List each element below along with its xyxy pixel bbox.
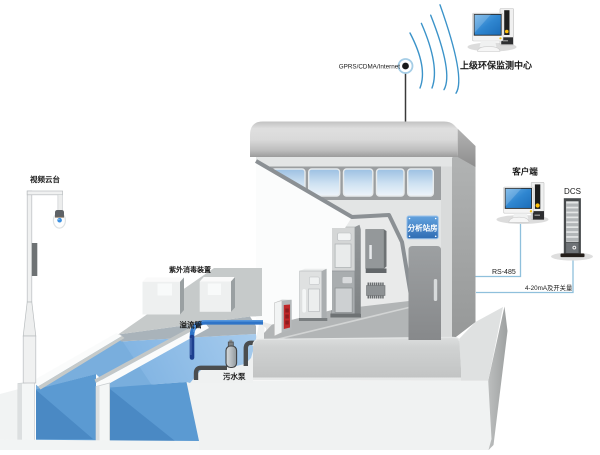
svg-text:溢流管: 溢流管 <box>180 320 203 330</box>
svg-text:客户端: 客户端 <box>511 167 538 177</box>
svg-text:DCS: DCS <box>564 187 581 196</box>
svg-text:视频云台: 视频云台 <box>30 174 60 184</box>
svg-text:RS-485: RS-485 <box>492 269 516 276</box>
svg-text:上级环保监测中心: 上级环保监测中心 <box>460 60 532 71</box>
svg-text:污水泵: 污水泵 <box>223 371 246 381</box>
svg-text:紫外消毒装置: 紫外消毒装置 <box>169 265 211 274</box>
svg-text:分析站房: 分析站房 <box>408 223 438 233</box>
svg-text:4-20mA及开关量: 4-20mA及开关量 <box>525 283 573 292</box>
svg-text:GPRS/CDMA/Internet: GPRS/CDMA/Internet <box>339 64 400 71</box>
